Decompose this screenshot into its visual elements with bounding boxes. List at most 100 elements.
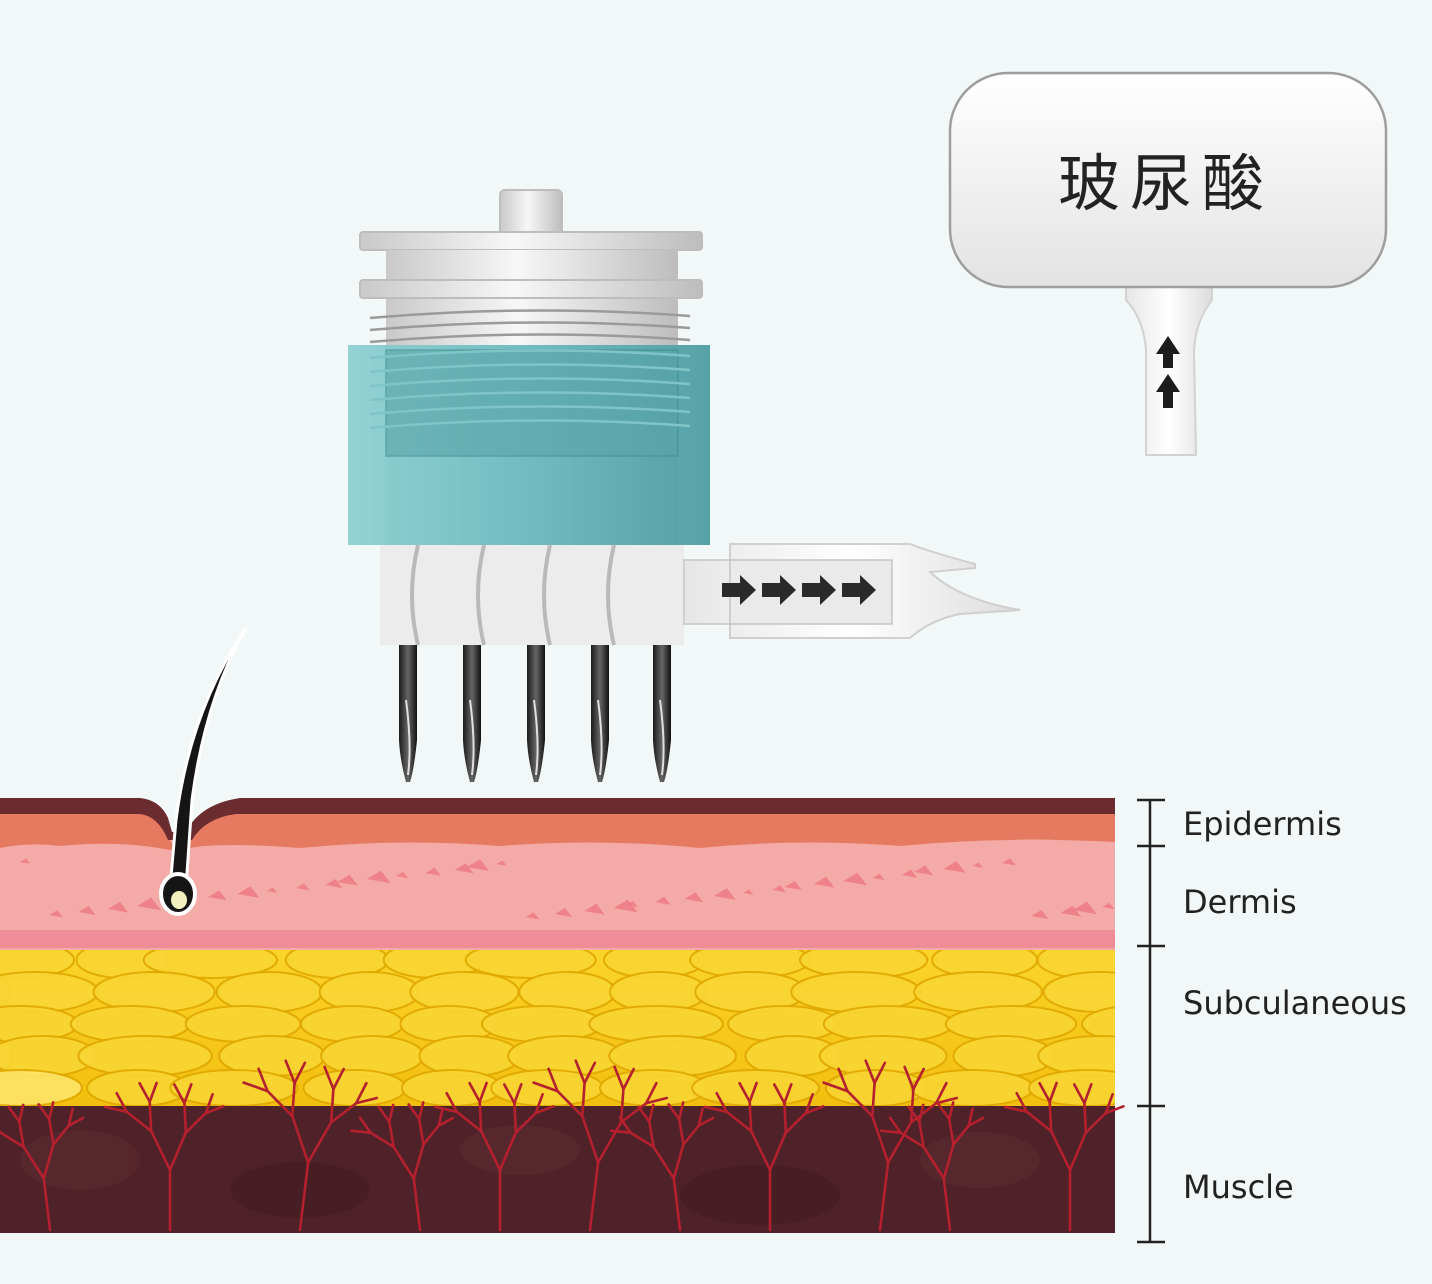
vessel-segment [534, 1105, 555, 1115]
vessel-segment [783, 1101, 788, 1134]
dermis-spot [237, 886, 260, 898]
vessel-segment [947, 1101, 955, 1121]
skin-cross-section [0, 627, 1125, 1233]
device-mid-plate [359, 279, 703, 299]
vessel-segment [822, 1081, 849, 1093]
vessel-segment [257, 1067, 269, 1093]
vessel-segment [804, 1105, 825, 1115]
vessel-segment [1038, 1081, 1051, 1104]
needle-highlight [597, 699, 603, 776]
dermis-spot [525, 912, 540, 920]
vessel-segment [358, 1116, 372, 1134]
vessel-segment [879, 1129, 902, 1134]
vessel-segment [922, 1145, 946, 1180]
right-arrow-icon [762, 575, 796, 605]
reservoir-box [948, 71, 1388, 289]
flow-arrows [722, 575, 876, 605]
vessel-segment [148, 1081, 158, 1104]
reservoir-label: 玻尿酸 [1058, 147, 1274, 220]
vessel-segment [67, 1107, 74, 1127]
vessel-segment [804, 1093, 814, 1115]
vessel-segment [173, 1083, 186, 1105]
vessel-segment [574, 1059, 586, 1085]
up-arrow-icon [1156, 336, 1180, 408]
vessel-segment [392, 1145, 416, 1180]
right-arrow-icon [842, 575, 876, 605]
vessel-segment [1084, 1111, 1108, 1134]
vessel-segment [888, 1116, 902, 1134]
fat-cell [320, 1035, 425, 1077]
vessel-segment [387, 1103, 395, 1124]
dermis-spot [914, 865, 933, 876]
label-muscle: Muscle [1183, 1168, 1294, 1206]
vessel-segment [417, 1101, 425, 1121]
vessel-segment [369, 1131, 395, 1149]
dermis-spot [49, 910, 63, 918]
blood-vessels [0, 1059, 1125, 1232]
vessel-segment [417, 1118, 425, 1146]
vessel-segment [878, 1161, 890, 1232]
dermis-spot [1073, 901, 1097, 915]
vessel-segment [513, 1101, 518, 1134]
vessel-segment [284, 1059, 296, 1085]
vessel-segment [478, 1100, 483, 1133]
vessel-segment [437, 1116, 455, 1127]
vessel-segment [67, 1116, 85, 1127]
vessel-segment [748, 1100, 753, 1133]
vessel-segment [942, 1177, 952, 1232]
vessel-segment [422, 1124, 441, 1146]
dermis-spot [655, 896, 671, 905]
vessel-segment [619, 1087, 625, 1124]
vessel-segment [682, 1124, 701, 1146]
vessel-segment [613, 1065, 625, 1091]
dermis-spot [843, 872, 868, 886]
fat-cell [142, 948, 279, 979]
vessel-segment [934, 1081, 948, 1105]
dermis-spot [872, 873, 885, 881]
vessel-segment [622, 1067, 636, 1091]
vessel-segment [323, 1065, 335, 1091]
vessel-segment [184, 1111, 208, 1134]
vessel-segment [1025, 1110, 1053, 1133]
dermis-spot [366, 870, 391, 884]
fat-cell [608, 1035, 737, 1077]
vessel-segment [556, 1089, 584, 1118]
dermis-spot [943, 861, 966, 873]
fat-cell [1042, 971, 1115, 1013]
needle-hub [380, 545, 684, 645]
layer-scale [1137, 798, 1165, 1244]
vessel-segment [138, 1081, 151, 1104]
vessel-segment [52, 1124, 70, 1146]
vessel-segment [1104, 1093, 1114, 1115]
vessel-segment [725, 1110, 753, 1133]
vessel-segment [647, 1103, 655, 1124]
dermis-spot [625, 900, 638, 908]
vessel-segment [298, 1161, 310, 1232]
dermis-spot [425, 867, 441, 876]
vessel-segment [1073, 1083, 1086, 1105]
vessel-segment [588, 1161, 600, 1232]
vessel-segment [332, 1067, 346, 1091]
dermis-spot [325, 879, 343, 888]
dermis-spot [613, 899, 638, 913]
vessel-segment [1049, 1129, 1072, 1172]
vessel-segment [907, 1105, 921, 1124]
vessel-segment [437, 1107, 444, 1127]
vessel-segment [1048, 1100, 1053, 1133]
vessel-segment [1083, 1083, 1093, 1105]
device-top-plate [359, 231, 703, 251]
vessel-segment [290, 1114, 310, 1164]
vessel-segment [407, 1103, 421, 1121]
dermis-spot [684, 892, 704, 903]
vessel-segment [455, 1110, 483, 1133]
dermis-spot [20, 858, 31, 864]
hyaluronic-reservoir: 玻尿酸 [948, 71, 1388, 456]
micro-needles [399, 645, 671, 782]
dermis-spot [208, 890, 227, 901]
fat-cell [418, 1035, 521, 1077]
dermis-spot [1060, 905, 1082, 917]
vessel-segment [618, 1116, 632, 1134]
fat-cell [1081, 1006, 1115, 1042]
vessel-segment [619, 1102, 648, 1124]
dermis-base-band [0, 930, 1115, 948]
